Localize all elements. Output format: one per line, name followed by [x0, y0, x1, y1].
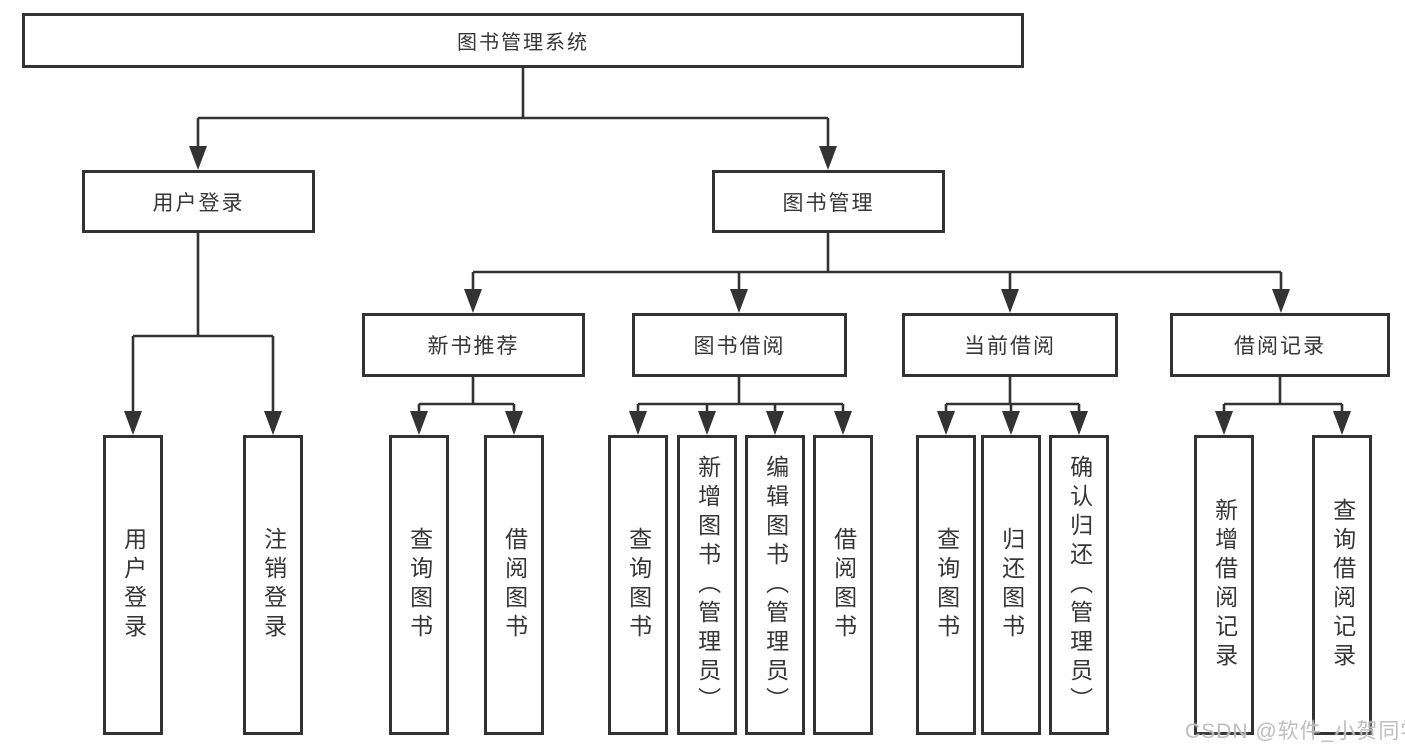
node-user-login: 用户登录	[103, 435, 163, 735]
node-query-books-2: 查询图书	[608, 435, 668, 735]
node-return-books: 归还图书	[981, 435, 1041, 735]
node-book-management-branch: 图书管理	[712, 170, 945, 233]
node-confirm-return-admin: 确认归还（管理员）	[1049, 435, 1109, 735]
node-library-management-system: 图书管理系统	[22, 13, 1024, 68]
csdn-watermark: CSDN @软件_小贺同学	[1185, 720, 1405, 743]
node-current-borrow: 当前借阅	[902, 313, 1118, 377]
node-new-book-recommend: 新书推荐	[362, 313, 585, 377]
node-query-borrow-record: 查询借阅记录	[1312, 435, 1372, 735]
node-borrow-books-2: 借阅图书	[813, 435, 873, 735]
node-query-books-1: 查询图书	[389, 435, 449, 735]
node-borrow-books-1: 借阅图书	[484, 435, 544, 735]
node-edit-books-admin: 编辑图书（管理员）	[745, 435, 805, 735]
node-user-login-branch: 用户登录	[82, 170, 315, 233]
node-borrow-records: 借阅记录	[1170, 313, 1390, 377]
node-book-borrow: 图书借阅	[632, 313, 847, 377]
node-query-books-3: 查询图书	[916, 435, 976, 735]
node-logout: 注销登录	[243, 435, 303, 735]
node-add-books-admin: 新增图书（管理员）	[677, 435, 737, 735]
node-add-borrow-record: 新增借阅记录	[1194, 435, 1254, 735]
